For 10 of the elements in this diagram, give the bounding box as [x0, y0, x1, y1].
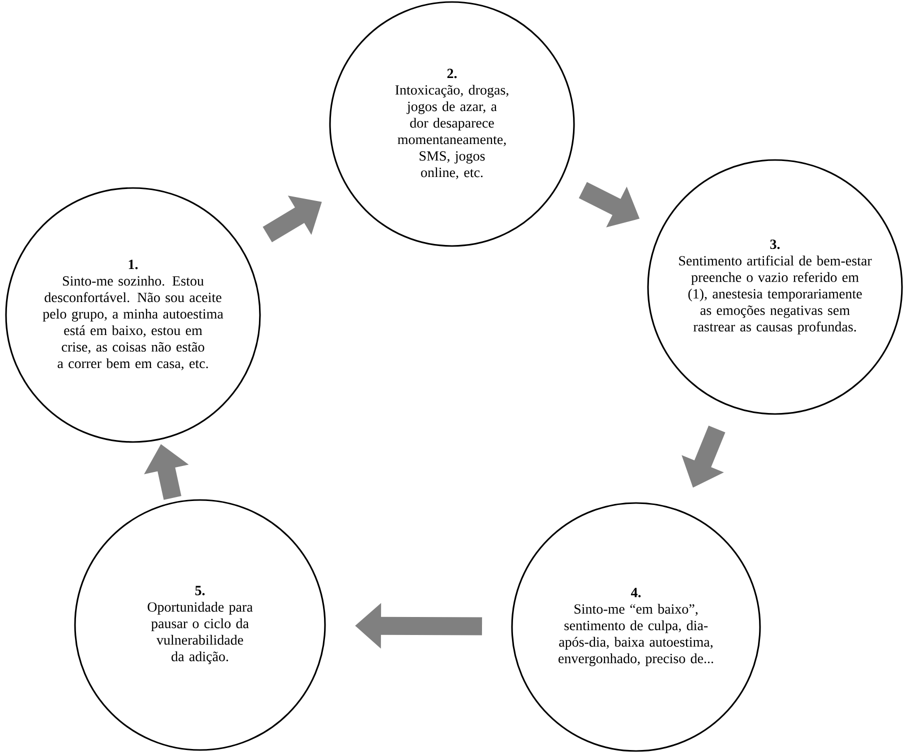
step-number: 1.	[128, 260, 138, 270]
step-text: Oportunidade para pausar o ciclo da vulnerabilidade da adição.	[148, 602, 253, 664]
step-text: Sentimento artificial de bem-estar preenche o vazio referido em (1), anestesia temporariamente as emoções negativas sem rastrear as causas profundas.	[679, 256, 872, 334]
step-text: Sinto-me “em baixo”, sentimento de culpa, dia-após-dia, baixa autoestima, envergonhado, preciso de...	[558, 604, 714, 666]
step-text: Intoxicação, drogas, jogos de azar, a dor desaparece momentaneamente, SMS, jogos online, etc.	[395, 84, 508, 180]
step-number: 5.	[195, 586, 205, 596]
step-text: Sinto-me sozinho. Estou desconfortável. Não sou aceite pelo grupo, a minha autoestima está em baixo, estou em crise, as coisas não estão a correr bem em casa, etc.	[42, 276, 224, 370]
step-number: 3.	[770, 240, 780, 250]
step-number: 4.	[630, 588, 641, 598]
step-number: 2.	[447, 68, 457, 78]
